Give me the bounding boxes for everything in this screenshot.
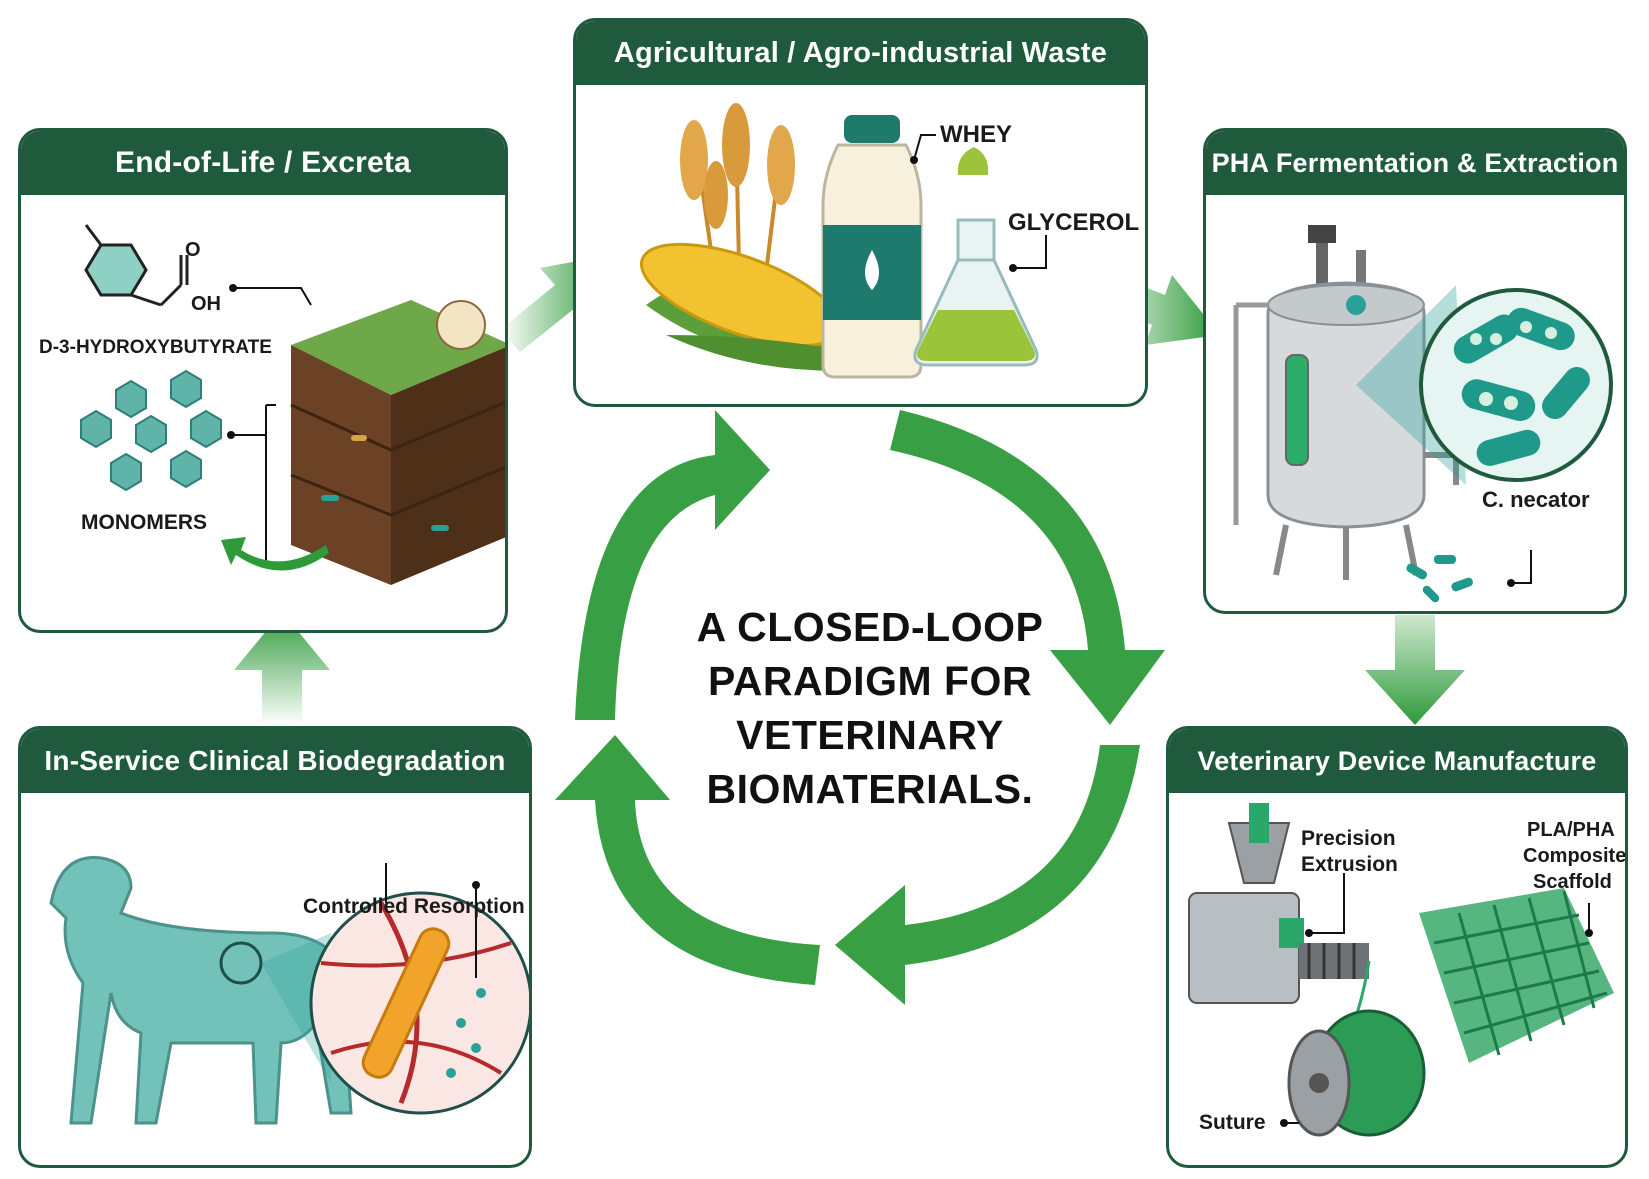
cycle-arrow-top-left [575,410,770,720]
hexagon-cluster-icon [80,369,222,492]
panel-title: PHA Fermentation & Extraction [1206,131,1624,195]
glycerol-callout [1009,235,1047,272]
arrow-clinical-to-endoflife [234,612,330,725]
whey-callout [910,134,936,164]
suture-callout [1280,1119,1299,1127]
label-composite: Composite [1523,845,1627,867]
panel-body: OH O D-3-HYDROXYBUTYRATE MONOMERS [21,195,505,630]
scaffold-mesh-icon [1419,888,1614,1063]
label-oh: OH [191,293,221,315]
panel-title: End-of-Life / Excreta [21,131,505,195]
flask-icon [913,147,1039,367]
panel-clinical-biodegradation: In-Service Clinical Biodegradation [18,726,532,1168]
cycle-arrow-bottom-left [555,735,820,985]
return-arrow [221,537,329,571]
c-necator-callout [1507,550,1532,587]
cycle-arrow-bottom-right [835,745,1140,1005]
panel-body: Precision Extrusion PLA/PHA Composite Sc… [1169,793,1625,1165]
label-scaffold: Scaffold [1533,871,1612,893]
label-whey: WHEY [940,121,1012,148]
bacteria-icon [1419,288,1613,482]
panel-body: Controlled Resorption [21,793,529,1165]
extrusion-callout [1305,873,1345,937]
milk-bottle-icon [821,115,923,379]
label-suture: Suture [1199,1111,1266,1134]
center-title-line-1: A CLOSED-LOOP [696,604,1044,650]
implant-icon [309,891,529,1115]
panel-agricultural-waste: Agricultural / Agro-industrial Waste [573,18,1148,407]
label-controlled-resorption: Controlled Resorption [303,895,525,918]
panel-end-of-life: End-of-Life / Excreta [18,128,508,633]
scaffold-callout [1585,903,1593,937]
label-molecule: D-3-HYDROXYBUTYRATE [39,337,272,358]
soil-block-icon [290,300,505,585]
center-title-line-2: PARADIGM FOR [707,658,1033,704]
arrow-fermentation-to-manufacture [1365,615,1465,725]
corn-icon [639,242,906,371]
extruder-icon [1188,803,1369,1004]
dog-icon [49,856,353,1125]
label-precision: Precision [1301,827,1396,850]
bioreactor-icon [1233,225,1459,580]
label-monomers: MONOMERS [81,511,207,534]
panel-title: In-Service Clinical Biodegradation [21,729,529,793]
molecule-icon [84,224,189,307]
panel-body: C. necator [1206,195,1624,611]
center-title-line-4: BIOMATERIALS. [706,766,1034,812]
label-o: O [185,239,201,261]
panel-body: WHEY GLYCEROL [576,85,1145,404]
bacteria-spill-icon [1406,555,1473,603]
panel-device-manufacture: Veterinary Device Manufacture [1166,726,1628,1168]
panel-title: Agricultural / Agro-industrial Waste [576,21,1145,85]
suture-spool-icon [1287,960,1426,1137]
label-c-necator: C. necator [1482,487,1590,512]
center-title-line-3: VETERINARY [736,712,1004,758]
center-title: A CLOSED-LOOP PARADIGM FOR VETERINARY BI… [640,600,1100,816]
label-glycerol: GLYCEROL [1008,209,1140,236]
panel-title: Veterinary Device Manufacture [1169,729,1625,793]
panel-pha-fermentation: PHA Fermentation & Extraction [1203,128,1627,614]
label-extrusion: Extrusion [1301,853,1398,876]
cycle-arrow-top-right [890,410,1165,725]
resorption-callout [385,863,480,978]
label-pla-pha: PLA/PHA [1527,819,1615,841]
